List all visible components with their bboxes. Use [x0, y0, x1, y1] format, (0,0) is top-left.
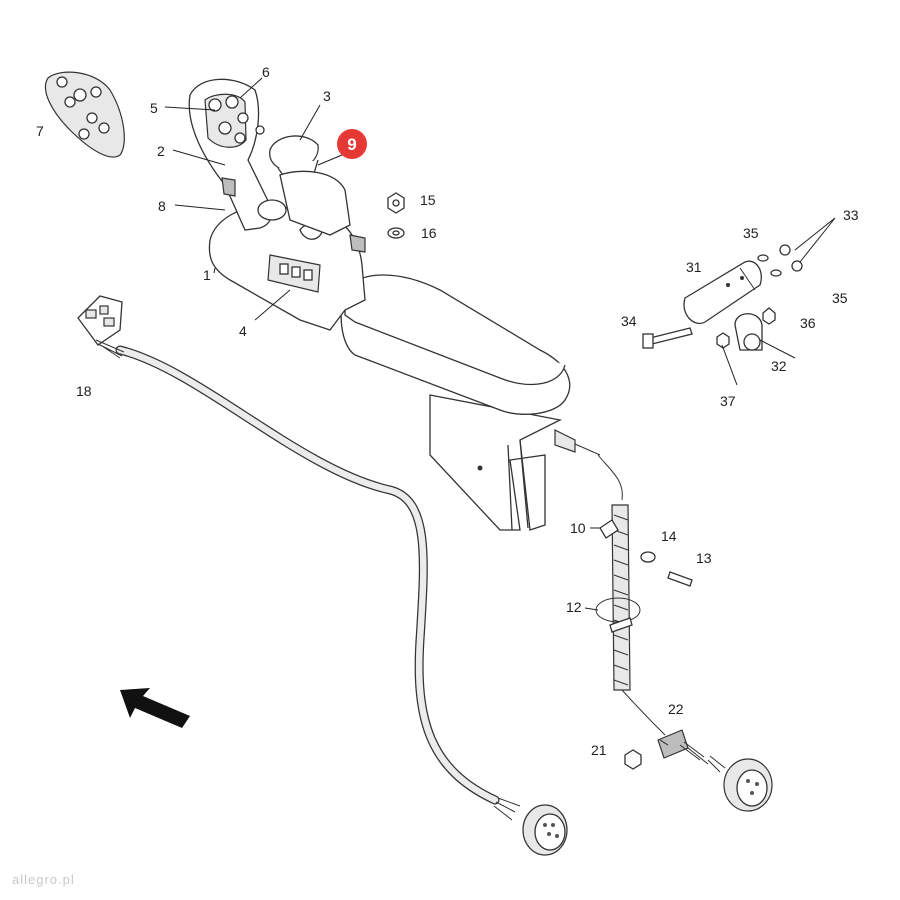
right-harness	[595, 454, 773, 812]
callout-label: 13	[696, 550, 712, 566]
callout-label: 4	[239, 323, 247, 339]
callout-label: 36	[800, 315, 816, 331]
callout-label: 33	[843, 207, 859, 223]
joystick	[188, 78, 287, 231]
callout-labels: 1 2 3 4 5 6 7 8 10 12 13 14 15 16 18 21 …	[36, 64, 859, 758]
callout-label: 34	[621, 313, 637, 329]
watermark: allegro.pl	[12, 872, 75, 887]
callout-label: 1	[203, 267, 211, 283]
callout-label: 35	[832, 290, 848, 306]
callout-label: 15	[420, 192, 436, 208]
circuit-board	[77, 295, 125, 359]
nut-15	[387, 192, 405, 214]
callout-label: 7	[36, 123, 44, 139]
highlight-badge-circle	[337, 129, 367, 159]
callout-label: 35	[743, 225, 759, 241]
washer-16	[387, 227, 405, 239]
callout-label: 3	[323, 88, 331, 104]
highlight-badge-label: 9	[347, 135, 356, 154]
keypad-7	[44, 71, 125, 158]
callout-label: 12	[566, 599, 582, 615]
callout-label: 32	[771, 358, 787, 374]
callout-label: 16	[421, 225, 437, 241]
callout-label: 18	[76, 383, 92, 399]
wiring-harness-18	[77, 295, 568, 856]
round-connector-18	[493, 797, 568, 856]
leader-lines	[164, 77, 836, 746]
callout-label: 10	[570, 520, 586, 536]
callout-label: 22	[668, 701, 684, 717]
hand-knob-3	[269, 135, 351, 236]
callout-label: 6	[262, 64, 270, 80]
bracket-assembly	[642, 244, 803, 351]
callout-label: 14	[661, 528, 677, 544]
callout-label: 37	[720, 393, 736, 409]
callout-label: 8	[158, 198, 166, 214]
callout-label: 21	[591, 742, 607, 758]
direction-arrow	[120, 688, 190, 728]
callout-label: 5	[150, 100, 158, 116]
armrest-assembly	[208, 204, 601, 531]
callout-label: 31	[686, 259, 702, 275]
callout-label: 2	[157, 143, 165, 159]
highlight-badge: 9	[337, 129, 367, 159]
